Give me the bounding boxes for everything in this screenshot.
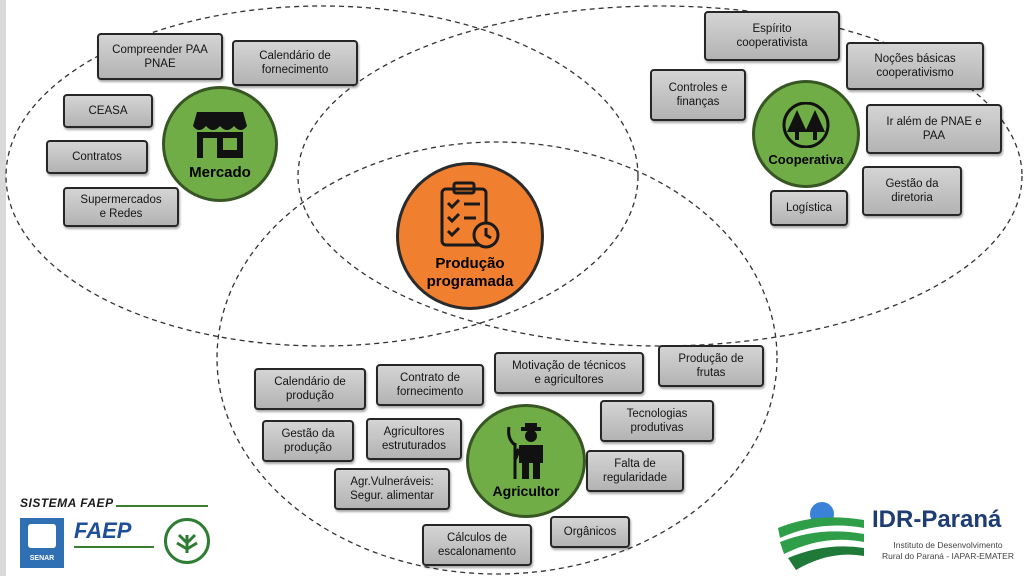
agricultor-item-calendario-producao: Calendário de produção — [254, 368, 366, 410]
agricultor-item-estruturados: Agricultores estruturados — [366, 418, 462, 460]
hub-agricultor: Agricultor — [466, 404, 586, 518]
hub-producao-label: Produção programada — [426, 255, 514, 290]
checklist-clock-icon — [440, 181, 500, 249]
senar-mark-icon — [28, 524, 56, 548]
cooperativa-item-logistica: Logística — [770, 190, 848, 226]
cooperativa-item-pnae-paa: Ir além de PNAE e PAA — [866, 104, 1002, 154]
faep-logo-rule — [74, 546, 154, 548]
cooperativa-item-espirito: Espírito cooperativista — [704, 11, 840, 61]
ellipse-cooperativa — [297, 5, 1023, 347]
hub-agricultor-label: Agricultor — [492, 483, 560, 499]
sistema-faep-logos: SISTEMA FAEP SENAR FAEP — [18, 496, 218, 572]
left-edge-bar — [0, 0, 6, 576]
sistema-faep-rule — [116, 505, 208, 507]
farmer-icon — [507, 423, 543, 479]
leaf-icon — [176, 533, 198, 553]
hub-mercado: Mercado — [162, 86, 278, 202]
agricultor-item-frutas: Produção de frutas — [658, 345, 764, 387]
sindicato-rural-logo — [164, 518, 210, 564]
mercado-item-supermercados: Supermercados e Redes — [63, 187, 179, 227]
idr-swoosh-icon — [778, 502, 864, 570]
agricultor-item-motivacao: Motivação de técnicos e agricultores — [494, 352, 644, 394]
agricultor-item-tecnologias: Tecnologias produtivas — [600, 400, 714, 442]
idr-parana-subtitle: Instituto de Desenvolvimento Rural do Pa… — [882, 540, 1014, 561]
mercado-item-calendario: Calendário de fornecimento — [232, 40, 358, 86]
idr-parana-logo: IDR-Paraná Instituto de Desenvolvimento … — [776, 498, 1020, 572]
cooperativa-item-gestao-diretoria: Gestão da diretoria — [862, 166, 962, 216]
hub-cooperativa: Cooperativa — [752, 80, 860, 188]
cooperative-trees-icon — [782, 101, 830, 148]
mercado-item-contratos: Contratos — [46, 140, 148, 174]
senar-logo: SENAR — [20, 518, 64, 568]
hub-cooperativa-label: Cooperativa — [768, 151, 844, 167]
cooperativa-item-controles: Controles e finanças — [650, 69, 746, 121]
senar-logo-text: SENAR — [29, 555, 55, 562]
agricultor-item-contrato-fornecimento: Contrato de fornecimento — [376, 364, 484, 406]
mercado-item-paa-pnae: Compreender PAA PNAE — [97, 33, 223, 80]
agricultor-item-gestao-producao: Gestão da produção — [262, 420, 354, 462]
agricultor-item-vulneraveis: Agr.Vulneráveis: Segur. alimentar — [334, 468, 450, 510]
agricultor-item-organicos: Orgânicos — [550, 516, 630, 548]
mercado-item-ceasa: CEASA — [63, 94, 153, 128]
hub-mercado-label: Mercado — [189, 163, 251, 181]
hub-producao-programada: Produção programada — [396, 162, 544, 310]
ellipse-agricultor — [216, 141, 778, 575]
ellipse-mercado — [5, 5, 639, 347]
agricultor-item-regularidade: Falta de regularidade — [586, 450, 684, 492]
idr-parana-name: IDR-Paraná — [872, 506, 1002, 533]
agricultor-item-calculos: Cálculos de escalonamento — [422, 524, 532, 566]
faep-logo: FAEP — [74, 518, 132, 543]
sistema-faep-title: SISTEMA FAEP — [20, 496, 114, 510]
cooperativa-item-nocoes: Noções básicas cooperativismo — [846, 42, 984, 90]
store-icon — [193, 111, 247, 158]
